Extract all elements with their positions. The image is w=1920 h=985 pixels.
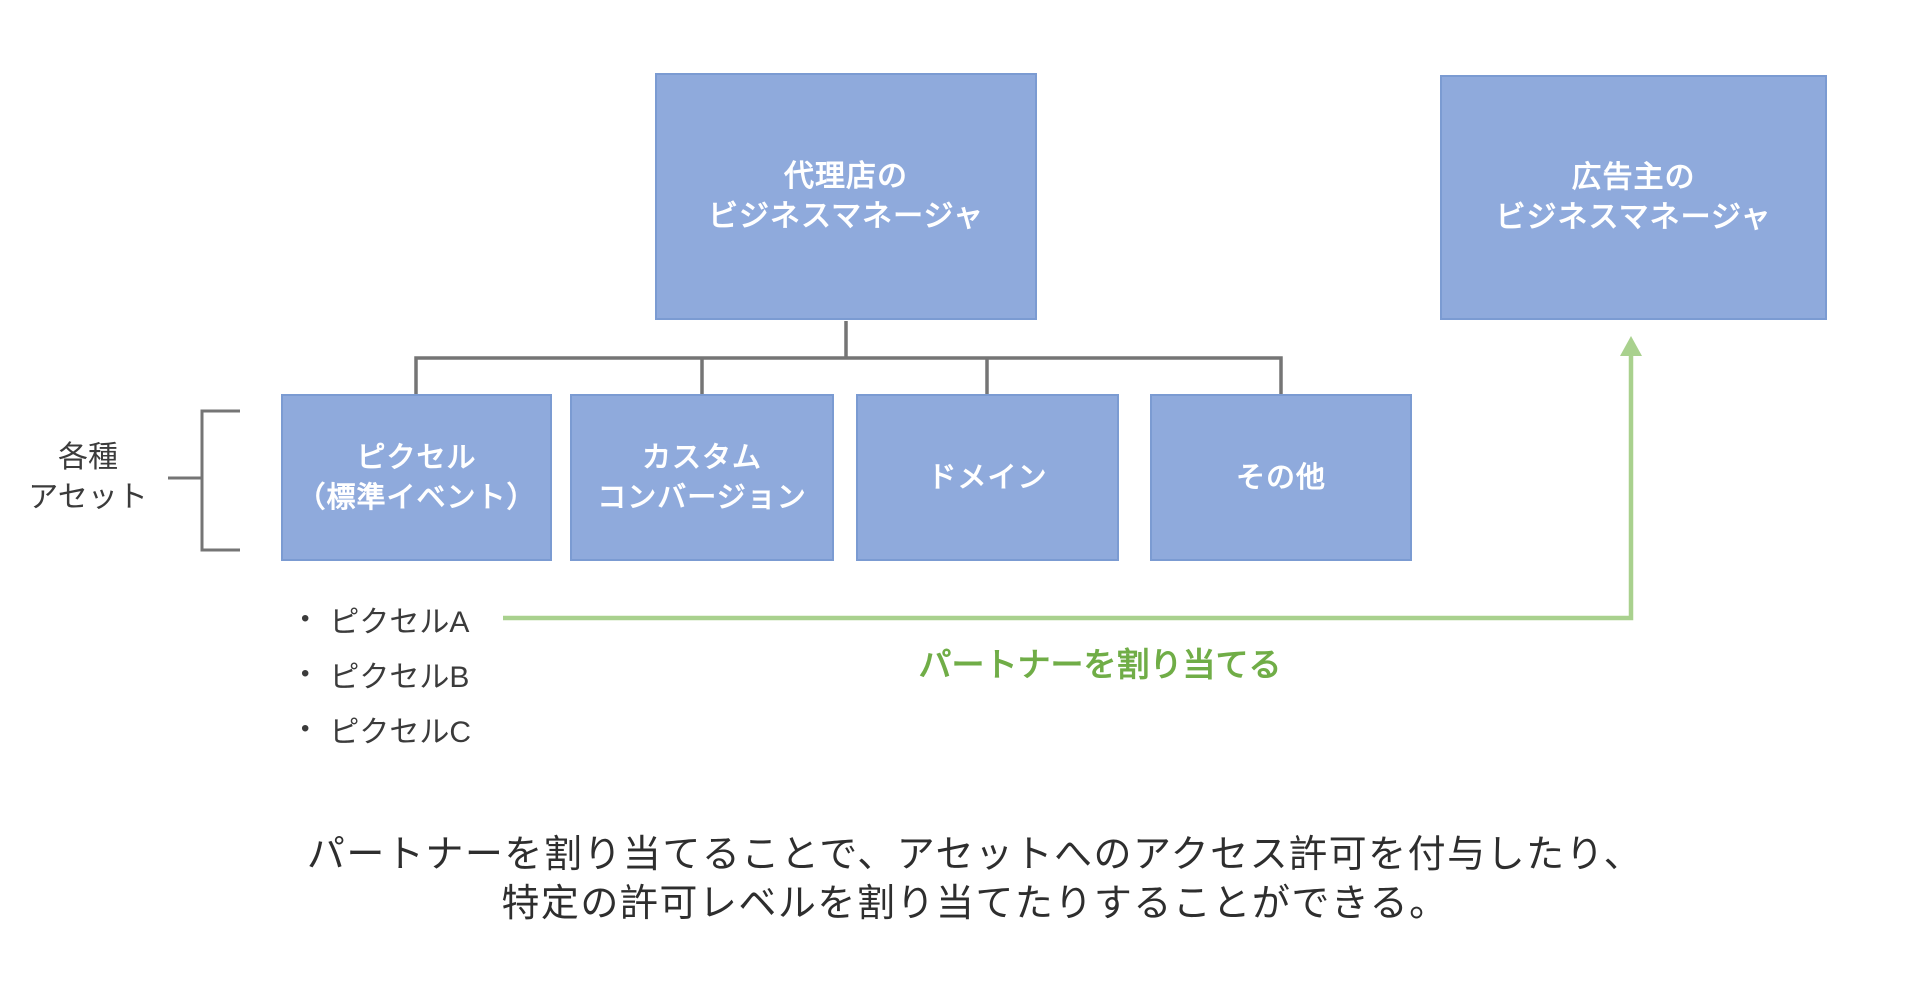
asset-box-other-line1: その他 xyxy=(1235,461,1326,494)
asset-box-custom-conversion-line1: カスタム xyxy=(641,441,762,474)
list-item-label: ピクセルA xyxy=(329,605,470,639)
tree-connector xyxy=(414,321,1283,394)
arrow-up-icon xyxy=(1620,336,1642,356)
asset-box-custom-conversion: カスタム コンバージョン xyxy=(570,394,834,561)
list-item-label: ピクセルC xyxy=(329,715,472,749)
list-item-pixel-c: • ピクセルC xyxy=(301,701,471,756)
agency-box-line1: 代理店の xyxy=(784,159,908,193)
agency-business-manager-box: 代理店の ビジネスマネージャ xyxy=(655,73,1037,320)
diagram-caption-line2: 特定の許可レベルを割り当てたりすることができる。 xyxy=(501,883,1449,925)
asset-group-label-line2: アセット xyxy=(28,481,148,514)
list-item-pixel-b: • ピクセルB xyxy=(301,646,471,701)
asset-box-domain: ドメイン xyxy=(856,394,1119,561)
asset-box-pixel-line1: ピクセル xyxy=(356,441,477,474)
bullet-icon: • xyxy=(301,604,310,632)
bullet-icon: • xyxy=(301,714,310,742)
list-item-pixel-a: • ピクセルA xyxy=(301,591,471,646)
asset-group-label: 各種 アセット xyxy=(8,438,168,518)
advertiser-box-line1: 広告主の xyxy=(1571,160,1696,194)
asset-box-pixel-line2: （標準イベント） xyxy=(296,481,537,514)
asset-box-pixel: ピクセル （標準イベント） xyxy=(281,394,552,561)
bullet-icon: • xyxy=(301,659,310,687)
assign-partner-arrow-label: パートナーを割り当てる xyxy=(918,646,1282,683)
agency-box-line2: ビジネスマネージャ xyxy=(708,199,984,233)
asset-box-domain-line1: ドメイン xyxy=(927,461,1048,494)
list-item-label: ピクセルB xyxy=(329,660,470,694)
advertiser-business-manager-box: 広告主の ビジネスマネージャ xyxy=(1440,75,1827,320)
assign-arrow-line xyxy=(503,356,1634,621)
pixel-list: • ピクセルA • ピクセルB • ピクセルC xyxy=(301,591,471,756)
advertiser-box-line2: ビジネスマネージャ xyxy=(1495,200,1772,234)
asset-box-other: その他 xyxy=(1150,394,1412,561)
diagram-caption-line1: パートナーを割り当てることで、アセットへのアクセス許可を付与したり、 xyxy=(306,834,1644,876)
diagram-caption: パートナーを割り当てることで、アセットへのアクセス許可を付与したり、 特定の許可… xyxy=(30,831,1920,929)
asset-group-bracket xyxy=(168,409,240,552)
asset-box-custom-conversion-line2: コンバージョン xyxy=(597,481,807,514)
asset-group-label-line1: 各種 xyxy=(58,441,118,474)
